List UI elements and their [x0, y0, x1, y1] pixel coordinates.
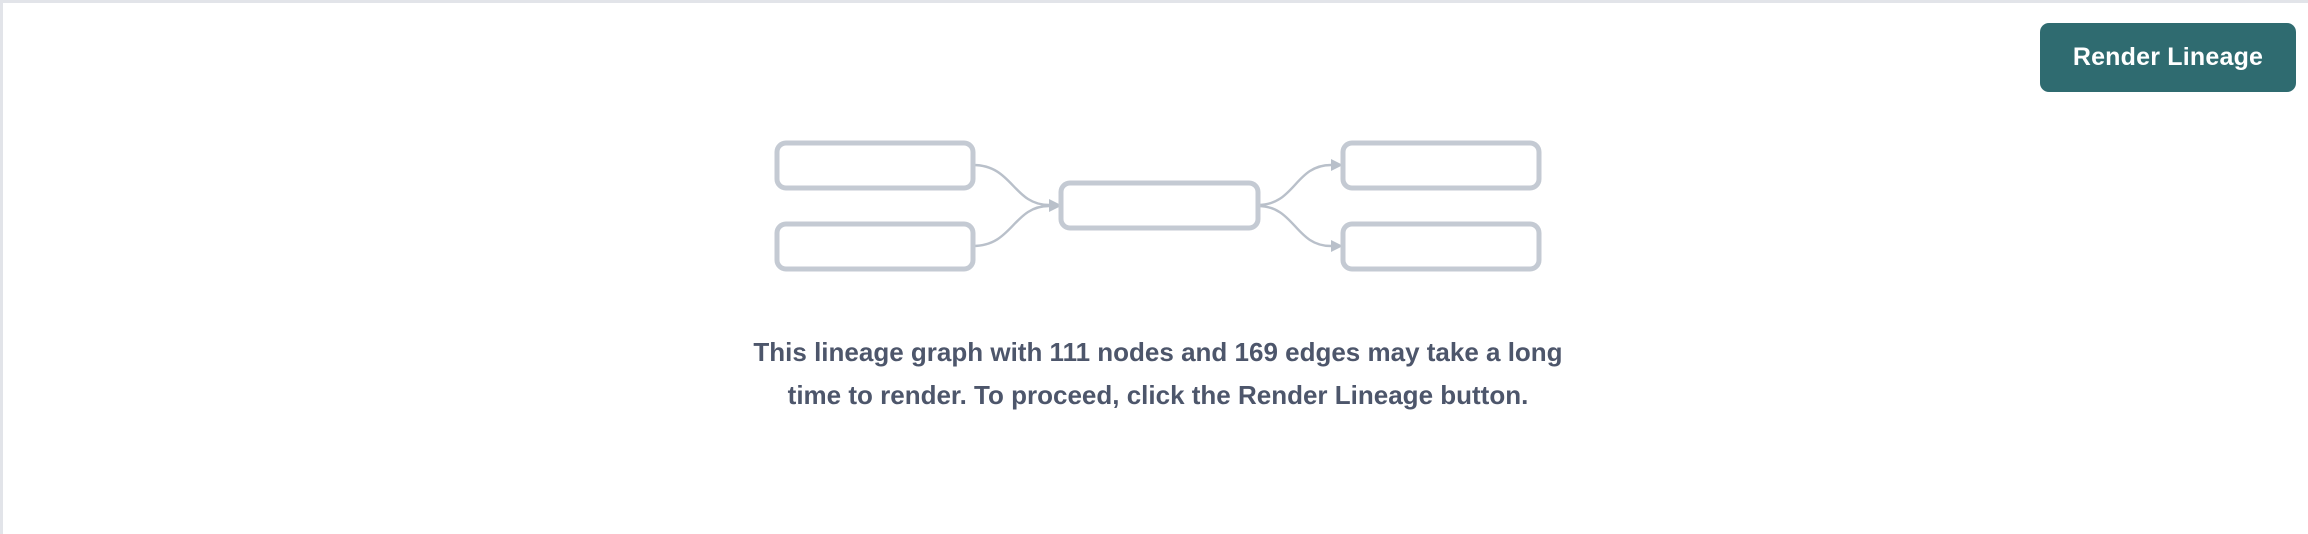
placeholder-graph — [3, 3, 2308, 534]
placeholder-node-center-1 — [1058, 180, 1261, 231]
edge-arrowhead-center-in-bottom — [1049, 200, 1061, 212]
edge-arrowhead-center-in-top — [1049, 199, 1061, 211]
edge-source2-to-center — [972, 204, 1050, 248]
lineage-warning-message: This lineage graph with 111 nodes and 16… — [753, 337, 1570, 410]
edge-arrowhead-target1 — [1331, 159, 1343, 171]
placeholder-node-target-2 — [1340, 221, 1542, 272]
edge-center-to-target1 — [1257, 163, 1332, 207]
placeholder-node-target-1 — [1340, 140, 1542, 191]
render-lineage-button[interactable]: Render Lineage — [2040, 23, 2296, 92]
placeholder-node-source-1 — [774, 140, 976, 191]
edge-center-to-target2 — [1257, 204, 1332, 248]
placeholder-graph-svg — [774, 140, 1542, 272]
placeholder-node-source-2 — [774, 221, 976, 272]
edge-arrowhead-target2 — [1331, 240, 1343, 252]
edge-source1-to-center — [972, 163, 1050, 207]
